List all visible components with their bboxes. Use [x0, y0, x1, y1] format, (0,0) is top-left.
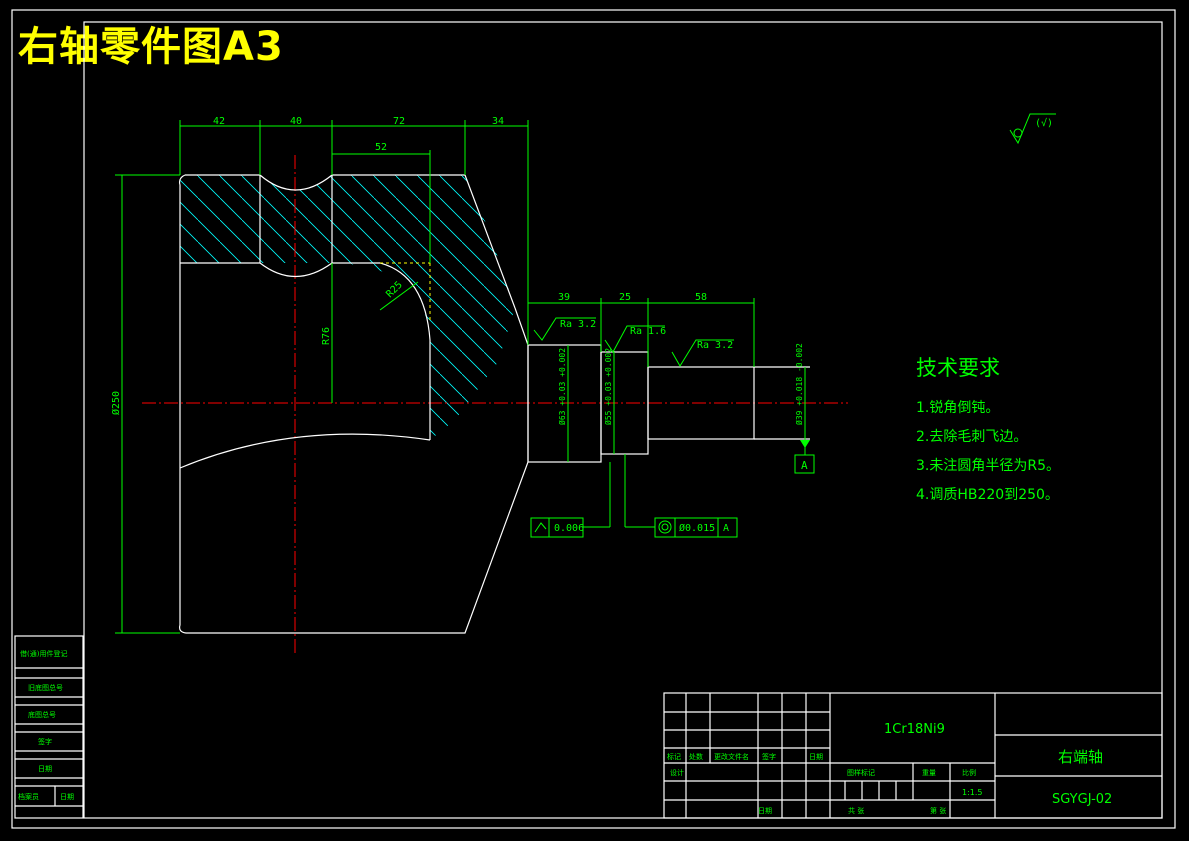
inner-border — [83, 21, 1163, 819]
runout-value: 0.006 — [554, 523, 584, 534]
coaxial-value: Ø0.015 — [679, 522, 715, 534]
roughness-ra3: Ra 3.2 — [697, 340, 733, 351]
header-mark: 标记 — [667, 752, 681, 761]
roughness-symbols: Ra 3.2 Ra 1.6 Ra 3.2 (√) — [533, 113, 1056, 367]
date-label: 日期 — [758, 807, 772, 815]
hatch-regions — [180, 175, 515, 440]
tech-item-3: 3.未注圆角半径为R5。 — [916, 458, 1060, 474]
part-name: 右端轴 — [1058, 748, 1103, 766]
header-sign: 签字 — [762, 752, 776, 761]
header-file: 更改文件名 — [714, 752, 749, 761]
roughness-general: (√) — [1035, 117, 1053, 129]
dim-72: 72 — [393, 116, 405, 127]
dim-r76: R76 — [321, 327, 332, 345]
tech-item-1: 1.锐角倒钝。 — [916, 400, 999, 416]
title-block: 1Cr18Ni9 右端轴 SGYGJ-02 1:1.5 标记 处数 更改文件名 … — [663, 692, 1163, 819]
tolerance-frames: 0.006 Ø0.015 A — [530, 517, 738, 538]
dimension-lines — [115, 120, 815, 634]
sheet-number: 第 张 — [930, 806, 946, 815]
roughness-ra2: Ra 1.6 — [630, 326, 666, 337]
left-cell-2: 旧底图总号 — [28, 683, 63, 692]
header-date: 日期 — [809, 753, 823, 761]
dim-52: 52 — [375, 142, 387, 153]
header-count: 处数 — [689, 752, 703, 761]
roughness-ra1: Ra 3.2 — [560, 319, 596, 330]
dim-r25: R25 — [384, 280, 405, 301]
part-outline — [178, 174, 810, 634]
sheet-title: 右轴零件图A3 — [18, 24, 284, 70]
dim-dia250: Ø250 — [110, 391, 122, 415]
tech-heading: 技术要求 — [916, 356, 1000, 380]
datum-label: A — [801, 459, 808, 472]
coaxial-ref: A — [723, 523, 729, 534]
tech-requirements: 技术要求 1.锐角倒钝。 2.去除毛刺飞边。 3.未注圆角半径为R5。 4.调质… — [916, 356, 1060, 503]
dim-58: 58 — [695, 292, 707, 303]
stage-label: 图样标记 — [847, 768, 875, 777]
material: 1Cr18Ni9 — [884, 722, 945, 737]
left-cell-7: 日期 — [60, 793, 74, 801]
sheets-total: 共 张 — [848, 806, 864, 815]
left-cell-5: 日期 — [38, 765, 52, 773]
centerlines — [142, 155, 848, 655]
outer-border — [11, 9, 1176, 829]
left-cell-4: 签字 — [38, 737, 52, 746]
dim-dia39: Ø39 +0.018 -0.002 — [794, 343, 804, 425]
dimension-texts: 42 40 72 34 52 39 25 58 R76 R25 Ø250 Ø63… — [110, 116, 808, 472]
left-cell-6: 档案员 — [18, 792, 39, 801]
left-table: 借(通)用件登记 旧底图总号 底图总号 签字 日期 档案员 日期 — [14, 635, 84, 819]
dim-40: 40 — [290, 116, 302, 127]
dim-34: 34 — [492, 116, 504, 127]
dim-42: 42 — [213, 116, 225, 127]
left-cell-1: 借(通)用件登记 — [20, 649, 67, 658]
dim-39: 39 — [558, 292, 570, 303]
weight-label: 重量 — [922, 769, 936, 777]
drawing-number: SGYGJ-02 — [1052, 792, 1112, 807]
scale-value: 1:1.5 — [962, 788, 983, 797]
tech-item-4: 4.调质HB220到250。 — [916, 487, 1059, 503]
tech-item-2: 2.去除毛刺飞边。 — [916, 429, 1027, 445]
scale-label: 比例 — [962, 768, 976, 777]
dim-25: 25 — [619, 292, 631, 303]
dim-dia63: Ø63 +0.03 +0.002 — [557, 348, 567, 425]
designer-label: 设计 — [670, 768, 684, 777]
left-cell-3: 底图总号 — [28, 710, 56, 719]
dim-dia55: Ø55 +0.03 +0.002 — [603, 348, 613, 425]
